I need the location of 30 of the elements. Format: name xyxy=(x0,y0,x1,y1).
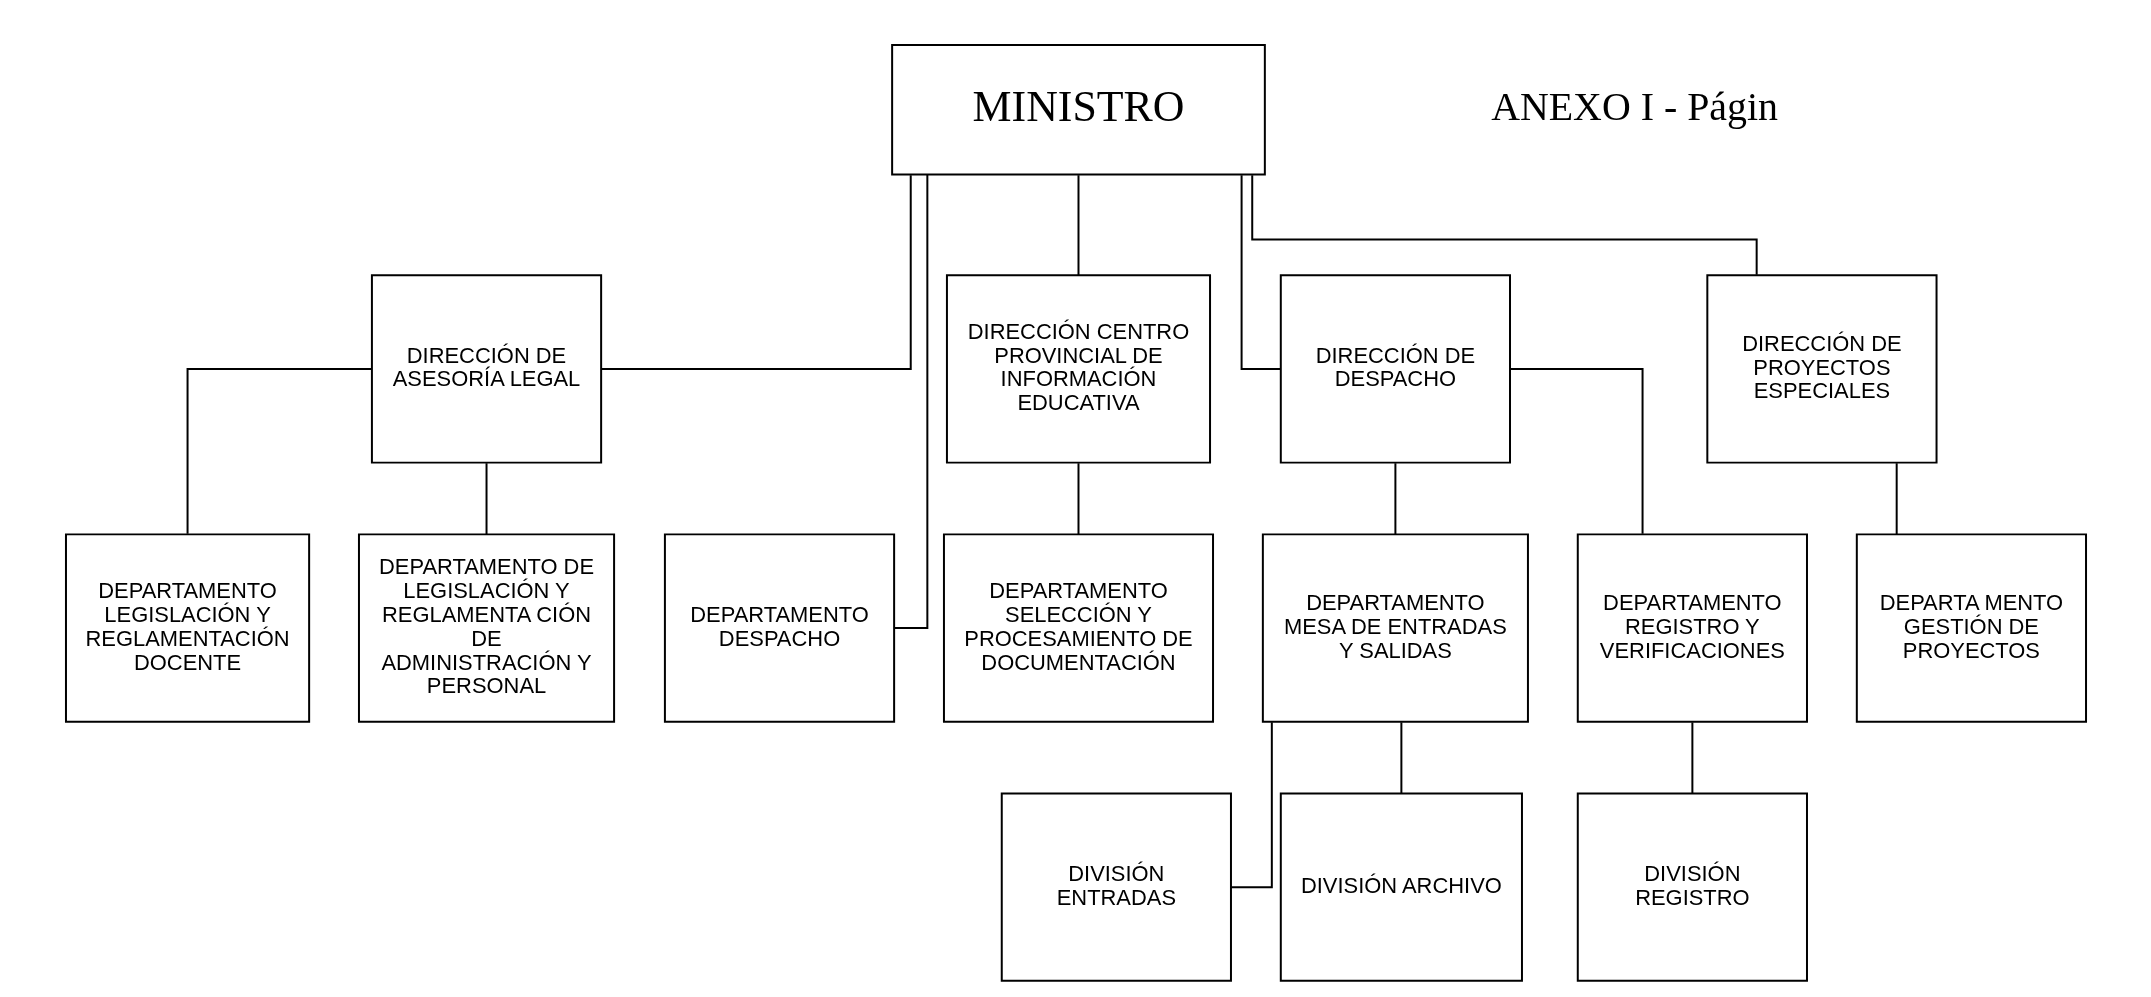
connector xyxy=(1077,174,1079,277)
connector xyxy=(1399,721,1402,795)
connector xyxy=(599,174,912,370)
connector xyxy=(893,173,928,630)
node-box: DEPARTAMENTO LEGISLACIÓN Y REGLAMENTACIÓN DOCENTE xyxy=(64,533,310,723)
connector xyxy=(1690,721,1693,795)
node-box: DIVISIÓN REGISTRO xyxy=(1576,792,1808,982)
node-box: DEPARTAMENTO SELECCIÓN Y PROCESAMIENTO DE DOCUMENTACIÓN xyxy=(942,533,1214,723)
connector xyxy=(1229,721,1273,889)
node-box: DIVISIÓN ENTRADAS xyxy=(1000,792,1232,982)
node-box: DEPARTA MENTO GESTIÓN DE PROYECTOS xyxy=(1855,533,2087,723)
node-box: DEPARTAMENTO DE LEGISLACIÓN Y REGLAMENTA CIÓN DE ADMINISTRACIÓN Y PERSONAL xyxy=(357,533,615,723)
node-box: DIRECCIÓN DE ASESORÍA LEGAL xyxy=(370,274,602,464)
connector xyxy=(186,367,373,535)
label: ANEXO I - Págin xyxy=(1490,83,1778,129)
connector xyxy=(485,462,488,536)
node-box: DIRECCIÓN CENTRO PROVINCIAL DE INFORMACIÓN EDUCATIVA xyxy=(945,274,1211,464)
node-box: DEPARTAMENTO DESPACHO xyxy=(663,533,895,723)
node-box: MINISTRO xyxy=(890,44,1266,176)
connector xyxy=(1250,174,1758,276)
connector xyxy=(1077,462,1079,536)
connector xyxy=(1895,462,1898,536)
node-box: DIRECCIÓN DE DESPACHO xyxy=(1279,274,1511,464)
node-box: DIVISIÓN ARCHIVO xyxy=(1279,792,1523,982)
connector xyxy=(1393,462,1396,536)
node-box: DEPARTAMENTO REGISTRO Y VERIFICACIONES xyxy=(1576,533,1808,723)
node-box: DIRECCIÓN DE PROYECTOS ESPECIALES xyxy=(1705,274,1938,464)
node-box: DEPARTAMENTO MESA DE ENTRADAS Y SALIDAS xyxy=(1261,533,1529,723)
connector xyxy=(1240,174,1281,370)
connector xyxy=(1508,367,1644,535)
